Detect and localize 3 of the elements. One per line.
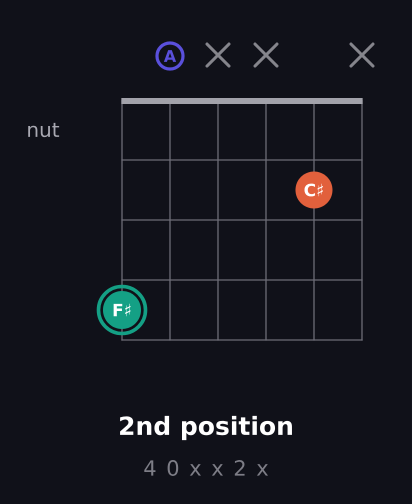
fingering-caption: 4 0 x x 2 x	[144, 460, 268, 476]
chord-title: 2nd position	[120, 416, 292, 440]
nut-label: nut	[28, 122, 60, 138]
